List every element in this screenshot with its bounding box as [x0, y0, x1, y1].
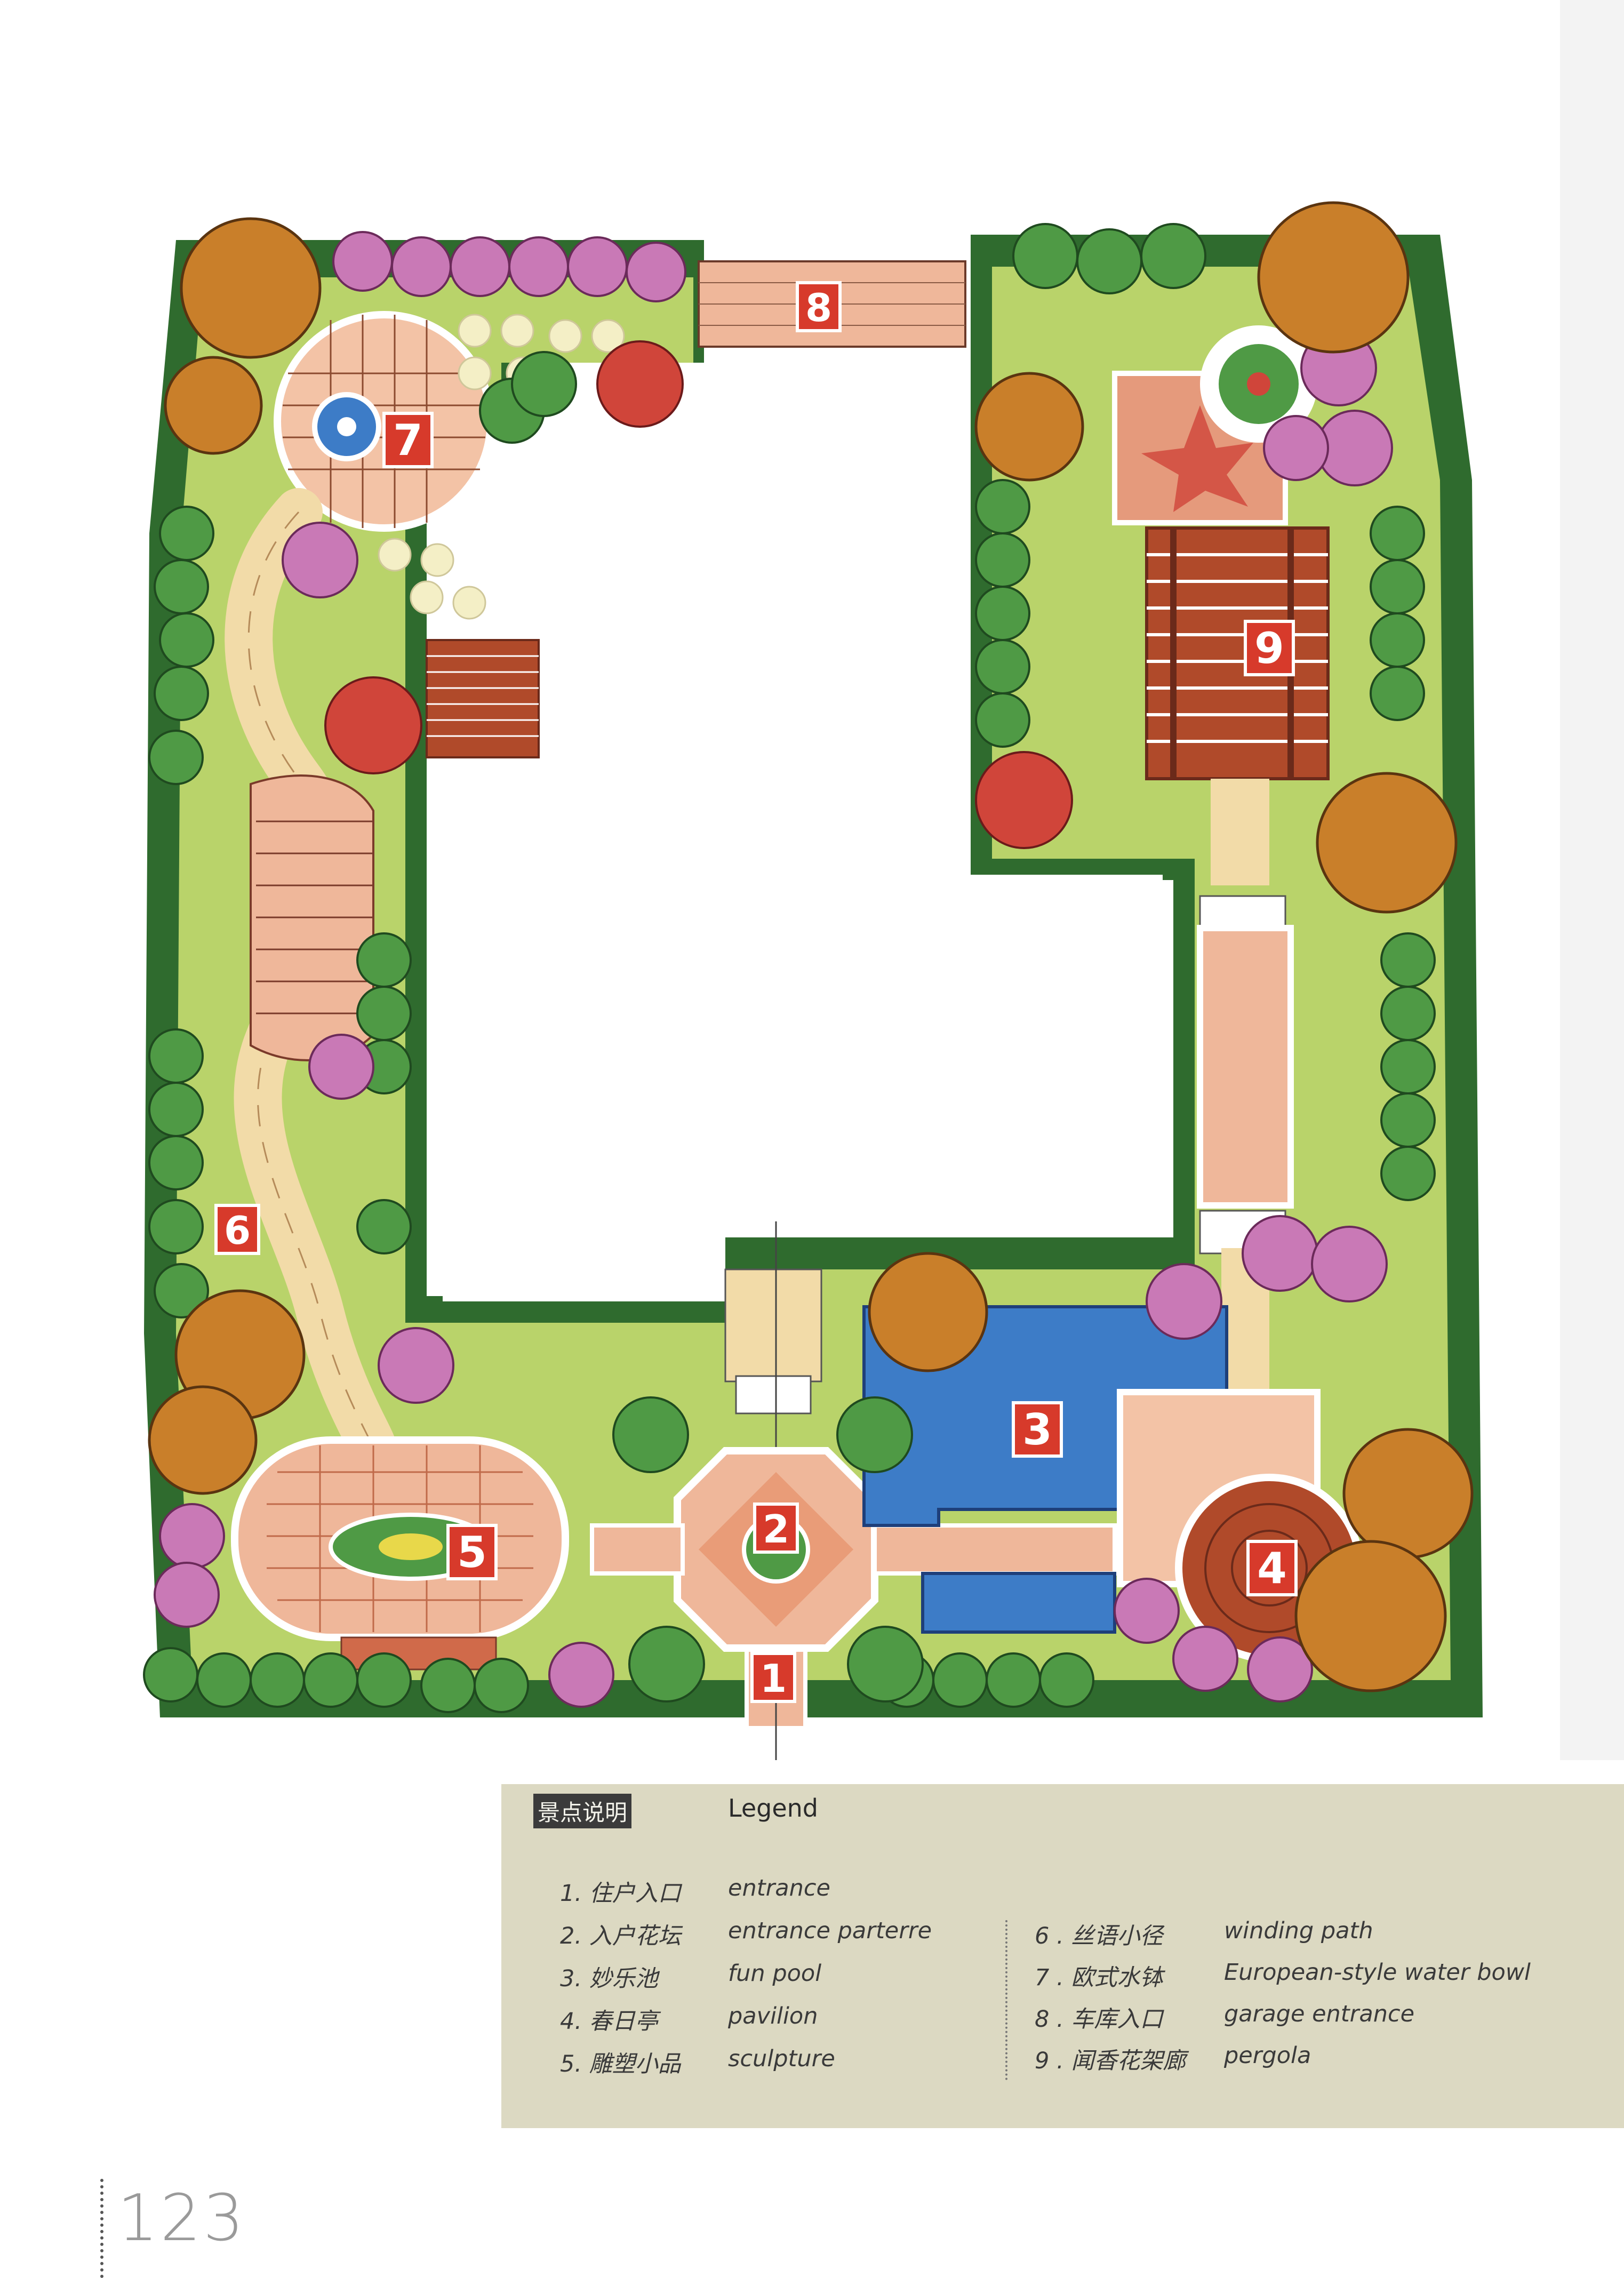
legend-item-5-en: sculpture [728, 2045, 835, 2072]
legend-item-1-en: entrance [728, 1875, 830, 1901]
legend-item-4-zh: 4. 春日亭 [560, 2008, 658, 2035]
marker-5: 5 [446, 1524, 498, 1580]
legend-item-9-zh: 9 . 闻香花架廊 [1035, 2048, 1186, 2074]
east-walkway [1197, 779, 1294, 1408]
canopy-trees [148, 201, 1474, 1692]
page-number: 123 [117, 2181, 246, 2256]
svg-text:3: 3 [1022, 1405, 1052, 1454]
legend-item-6-zh: 6 . 丝语小径 [1035, 1923, 1163, 1949]
svg-text:6: 6 [224, 1208, 251, 1253]
marker-6: 6 [214, 1204, 260, 1255]
marker-9: 9 [1244, 620, 1295, 676]
marker-2: 2 [753, 1502, 799, 1554]
stepping-stones [378, 314, 625, 620]
red-shrubs [324, 340, 1073, 849]
legend-item-2-en: entrance parterre [728, 1917, 932, 1944]
legend-item-1-zh: 1. 住户入口 [560, 1880, 681, 1907]
legend-title-en: Legend [728, 1794, 818, 1823]
legend-item-3-en: fun pool [728, 1960, 822, 1987]
marker-8: 8 [796, 281, 842, 332]
marker-1: 1 [750, 1652, 796, 1703]
svg-text:9: 9 [1254, 624, 1284, 673]
path-bridge [250, 774, 374, 1061]
page-margin-band [1560, 0, 1624, 1760]
legend-item-5-zh: 5. 雕塑小品 [560, 2051, 681, 2077]
legend-item-6-en: winding path [1224, 1917, 1373, 1944]
small-deck [426, 639, 540, 758]
legend-item-8-en: garage entrance [1224, 2001, 1415, 2027]
marker-4: 4 [1246, 1540, 1298, 1596]
svg-text:1: 1 [760, 1656, 787, 1701]
shrub-hedges [143, 223, 1436, 1713]
building-footprint [443, 363, 1163, 1301]
legend-item-7-zh: 7 . 欧式水钵 [1035, 1964, 1163, 1991]
svg-text:2: 2 [763, 1507, 789, 1552]
legend-panel: 景点说明 Legend 1. 住户入口 entrance 2. 入户花坛 ent… [501, 1784, 1624, 2128]
flowering-shrubs [154, 231, 1393, 1708]
svg-text:5: 5 [457, 1528, 487, 1577]
legend-item-4-en: pavilion [728, 2003, 818, 2029]
garden-plan: 1 2 3 4 5 6 7 8 9 [143, 201, 1483, 1760]
legend-item-3-zh: 3. 妙乐池 [560, 1965, 658, 1992]
marker-7: 7 [382, 412, 434, 468]
legend-column-divider [1005, 1920, 1007, 2080]
legend-title-zh: 景点说明 [533, 1794, 632, 1828]
legend-item-2-zh: 2. 入户花坛 [560, 1923, 681, 1949]
page-margin-rule [100, 2179, 103, 2278]
legend-item-8-zh: 8 . 车库入口 [1035, 2006, 1163, 2033]
svg-text:4: 4 [1257, 1544, 1287, 1593]
pergola [1112, 325, 1330, 780]
legend-item-9-en: pergola [1224, 2042, 1311, 2069]
svg-text:7: 7 [393, 415, 423, 465]
legend-item-7-en: European-style water bowl [1224, 1959, 1531, 1986]
marker-3: 3 [1012, 1401, 1063, 1458]
svg-text:8: 8 [805, 285, 832, 330]
